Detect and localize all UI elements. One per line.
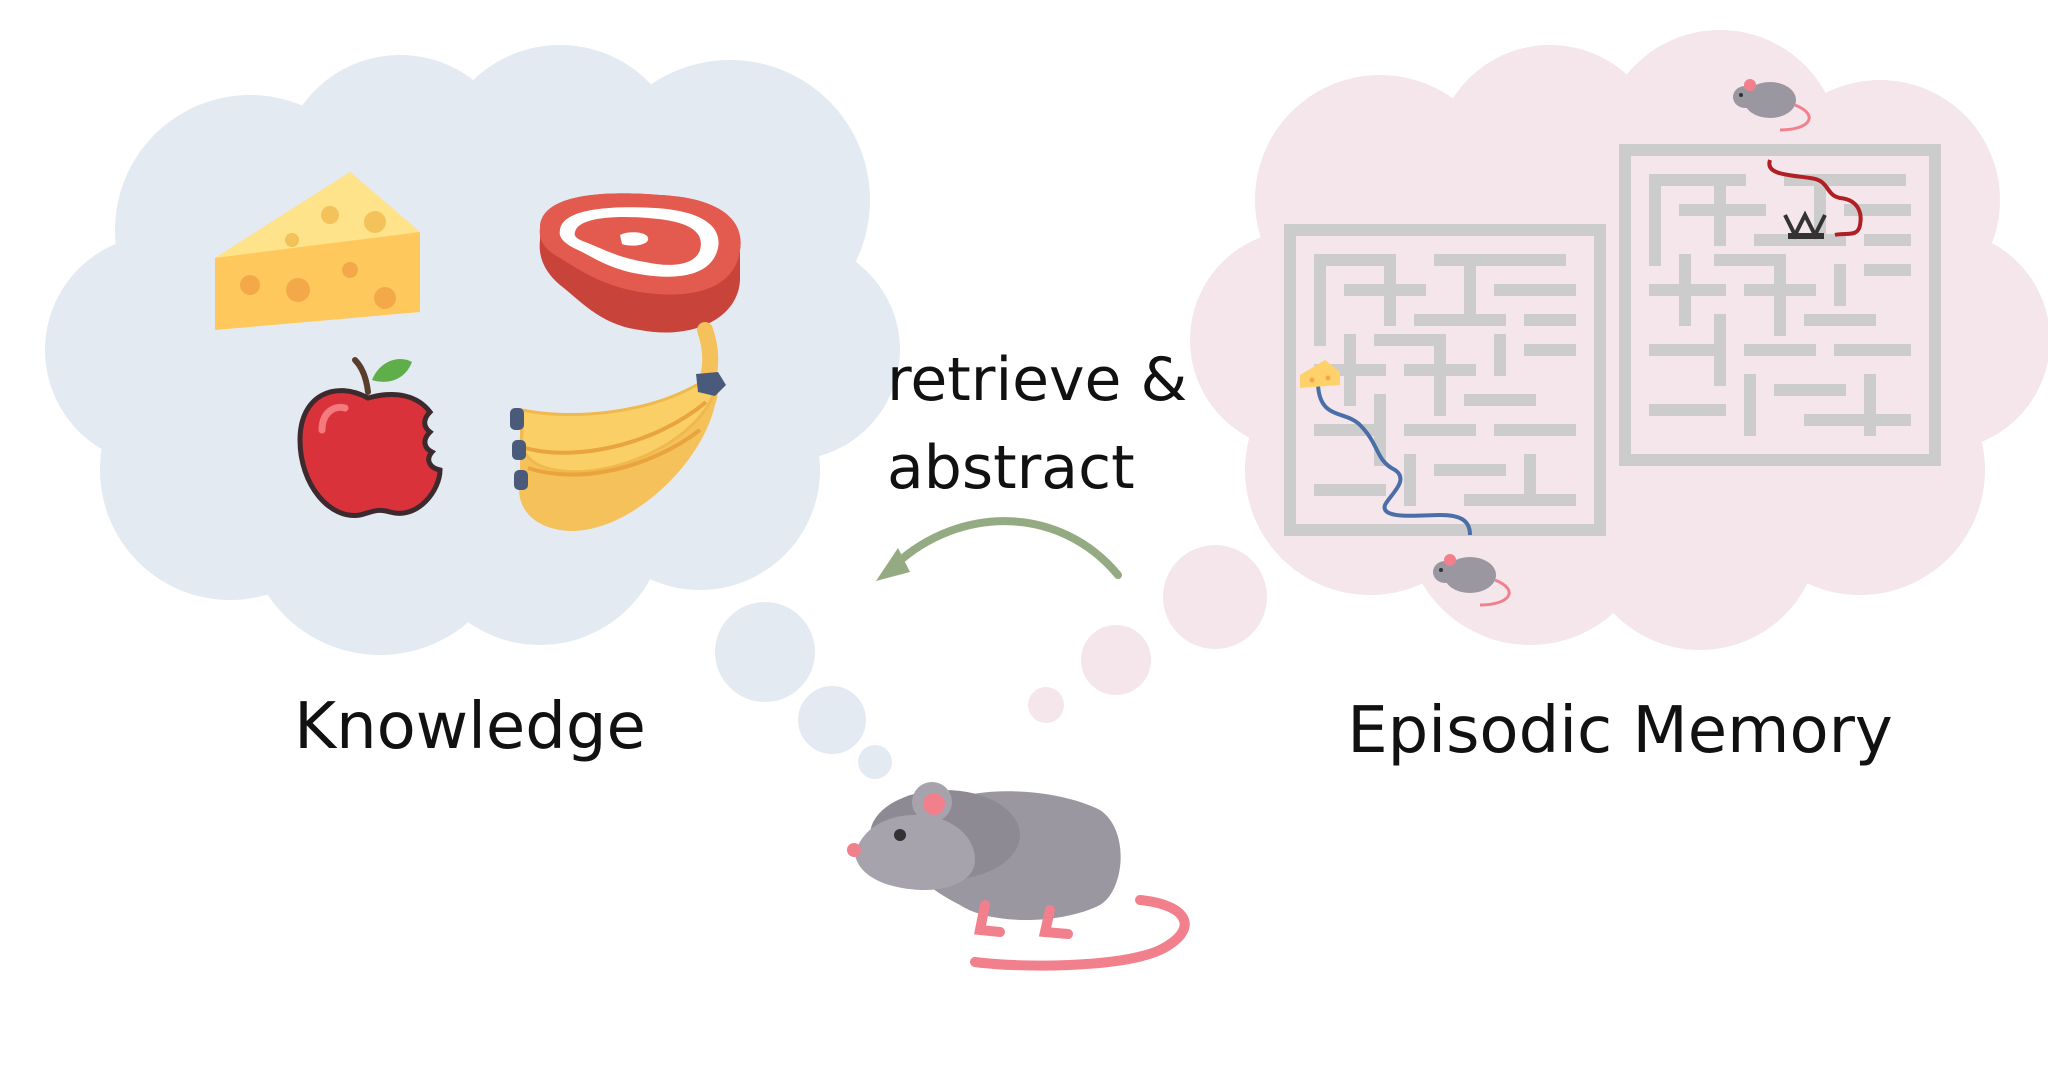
apple-icon <box>297 357 443 518</box>
blue-path <box>1316 384 1472 536</box>
cheese-icon <box>215 172 420 330</box>
retrieve-arrow <box>876 517 1122 581</box>
episodic-memory-label: Episodic Memory <box>1347 694 1893 768</box>
knowledge-label: Knowledge <box>294 690 646 764</box>
arrow-label-line2: abstract <box>887 433 1135 503</box>
arrow-label-line1: retrieve & <box>887 345 1187 415</box>
trap-icon <box>1783 210 1827 240</box>
maze-icon <box>1284 144 1941 536</box>
small-mouse-icon-top <box>1733 79 1811 132</box>
knowledge-thought-bubbles <box>715 602 892 779</box>
small-cheese-icon <box>1300 360 1340 388</box>
banana-icon <box>510 322 726 531</box>
knowledge-cloud <box>45 45 900 655</box>
steak-icon <box>539 193 741 333</box>
memory-thought-bubbles <box>1028 545 1267 723</box>
small-mouse-icon-bottom <box>1433 554 1511 607</box>
mouse-icon <box>847 782 1190 971</box>
red-path <box>1767 159 1863 237</box>
